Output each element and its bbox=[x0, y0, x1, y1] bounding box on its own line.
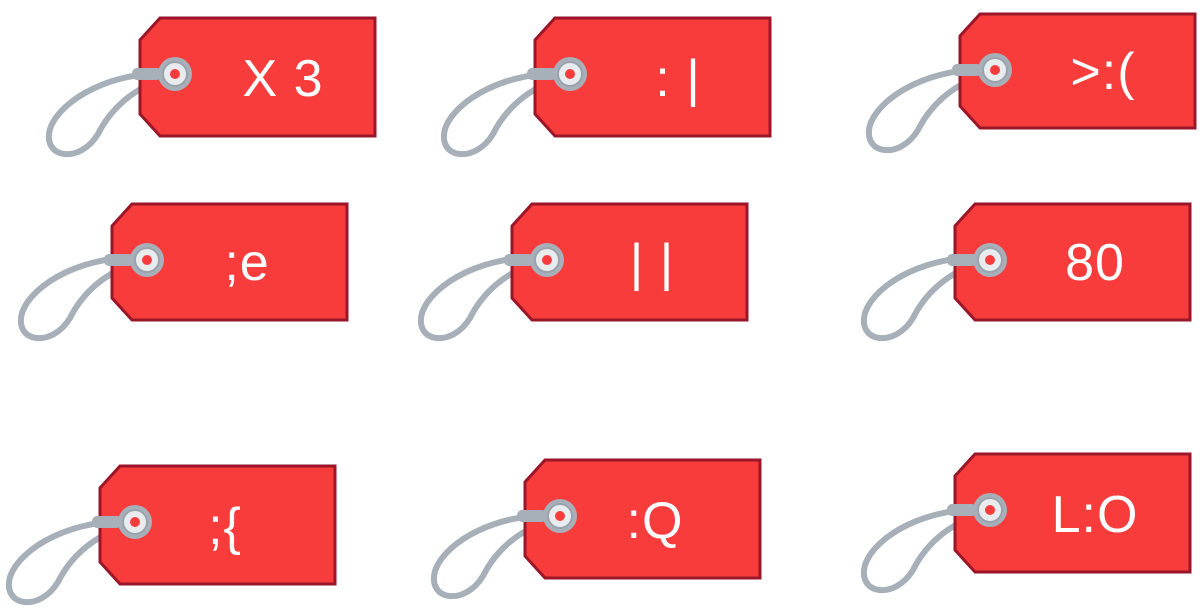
price-tag: 80 bbox=[855, 198, 1195, 342]
tag-icon bbox=[45, 16, 377, 158]
tag-label: 80 bbox=[1065, 234, 1125, 292]
price-tag: L:O bbox=[855, 450, 1195, 594]
tag-icon bbox=[860, 202, 1192, 342]
tag-icon bbox=[865, 12, 1197, 154]
price-tag: :Q bbox=[425, 456, 765, 600]
tag-label: ;e bbox=[224, 234, 270, 292]
tag-icon bbox=[17, 202, 349, 342]
price-tag: ;e bbox=[12, 198, 352, 342]
tag-icon bbox=[417, 202, 749, 342]
tag-label: >:( bbox=[1070, 43, 1136, 101]
price-tag: : | bbox=[435, 14, 775, 158]
tag-icon bbox=[440, 16, 772, 158]
price-tag: >:( bbox=[860, 10, 1200, 154]
tag-icon bbox=[430, 458, 762, 600]
tag-label: : | bbox=[655, 50, 701, 108]
price-tag: | | bbox=[412, 198, 752, 342]
tag-body bbox=[138, 16, 377, 138]
tag-label: :Q bbox=[626, 492, 684, 550]
tag-icon bbox=[860, 452, 1192, 594]
tag-label: L:O bbox=[1051, 486, 1139, 544]
price-tag: X 3 bbox=[40, 14, 380, 158]
tag-icon bbox=[5, 464, 337, 606]
string-knot bbox=[132, 68, 162, 80]
tag-label: ;{ bbox=[208, 498, 242, 556]
tag-label: X 3 bbox=[242, 50, 324, 108]
price-tag: ;{ bbox=[0, 462, 340, 606]
string-loop bbox=[45, 70, 178, 158]
tag-label: | | bbox=[629, 234, 675, 292]
